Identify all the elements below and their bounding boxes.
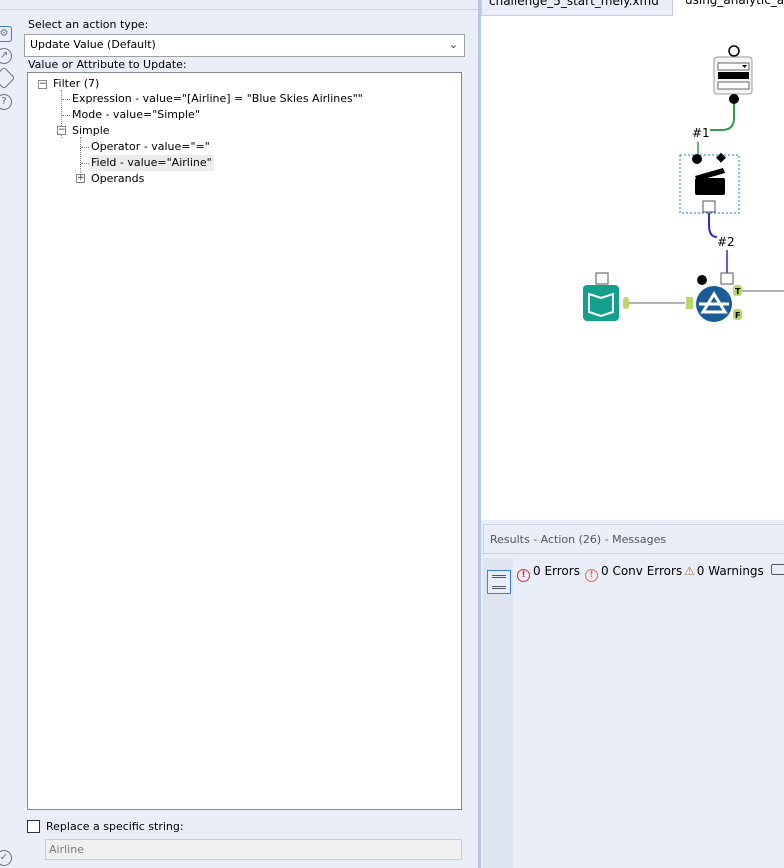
filter-tool[interactable]: T F <box>686 272 742 322</box>
action-type-label: Select an action type: <box>28 18 149 31</box>
replace-string-label: Replace a specific string: <box>46 820 184 833</box>
errors-filter[interactable]: !0 Errors <box>517 564 580 582</box>
results-panel: Results - Action (26) - Messages !0 Erro… <box>481 520 784 868</box>
config-sidebar: ⚙ ↗ ? ✓ <box>0 14 20 868</box>
workflow-canvas[interactable]: challenge_5_start_mely.xmd using_analyti… <box>481 0 784 520</box>
configuration-panel: ⚙ ↗ ? ✓ Select an action type: Update Va… <box>0 0 478 868</box>
workflow-diagram: #1 #2 T F <box>583 45 784 322</box>
text-input-tool[interactable] <box>583 272 629 321</box>
results-sidebar <box>483 558 513 868</box>
warnings-filter[interactable]: ⚠0 Warnings <box>684 564 764 578</box>
action-tool[interactable] <box>679 152 740 214</box>
warnings-count: 0 Warnings <box>696 564 764 578</box>
collapse-icon[interactable]: − <box>57 125 66 135</box>
tree-node-expression[interactable]: Expression - value="[Airline] = "Blue Sk… <box>72 92 363 105</box>
messages-filter[interactable] <box>771 564 784 578</box>
list-view-button[interactable] <box>487 570 511 594</box>
connection-label-2: #2 <box>717 235 735 249</box>
conv-error-icon: ! <box>585 569 598 582</box>
help-icon[interactable]: ? <box>0 94 12 110</box>
true-anchor[interactable]: T <box>735 287 741 296</box>
collapse-icon[interactable]: − <box>38 79 47 89</box>
tab-challenge[interactable]: challenge_5_start_mely.xmd <box>481 0 673 16</box>
list-icon <box>492 575 506 589</box>
replace-string-checkbox[interactable] <box>27 820 40 833</box>
replace-string-input[interactable]: Airline <box>45 839 462 860</box>
warning-icon: ⚠ <box>684 564 695 578</box>
panel-header <box>0 0 478 10</box>
tree-node-filter[interactable]: Filter (7) <box>53 77 100 90</box>
expand-icon[interactable]: + <box>76 173 85 183</box>
tree-node-field[interactable]: Field - value="Airline" <box>89 155 214 171</box>
tab-using-analytic-apps[interactable]: using_analytic_apps <box>685 0 784 7</box>
errors-count: 0 Errors <box>533 564 580 578</box>
dropdown-tool[interactable] <box>713 45 753 104</box>
check-icon[interactable]: ✓ <box>0 850 12 866</box>
value-label: Value or Attribute to Update: <box>28 58 187 71</box>
output-icon[interactable]: ↗ <box>0 48 12 64</box>
results-title: Results - Action (26) - Messages <box>483 524 784 554</box>
panel-splitter[interactable] <box>478 0 481 868</box>
chevron-down-icon: ⌄ <box>448 38 458 51</box>
conv-errors-filter[interactable]: !0 Conv Errors <box>585 564 682 582</box>
message-icon <box>771 564 784 575</box>
gear-icon[interactable]: ⚙ <box>0 26 12 42</box>
action-type-value: Update Value (Default) <box>30 38 156 51</box>
attribute-tree[interactable]: − Filter (7) Expression - value="[Airlin… <box>27 72 462 810</box>
tag-icon[interactable] <box>0 66 16 90</box>
connection-label-1: #1 <box>692 126 710 140</box>
error-icon: ! <box>517 569 530 582</box>
tree-node-operator[interactable]: Operator - value="=" <box>91 140 210 153</box>
tree-node-operands[interactable]: Operands <box>91 172 145 185</box>
false-anchor[interactable]: F <box>735 311 740 320</box>
action-type-select[interactable]: Update Value (Default) ⌄ <box>24 34 465 57</box>
tree-node-simple[interactable]: Simple <box>72 124 110 137</box>
tree-node-mode[interactable]: Mode - value="Simple" <box>72 108 200 121</box>
conv-errors-count: 0 Conv Errors <box>601 564 683 578</box>
